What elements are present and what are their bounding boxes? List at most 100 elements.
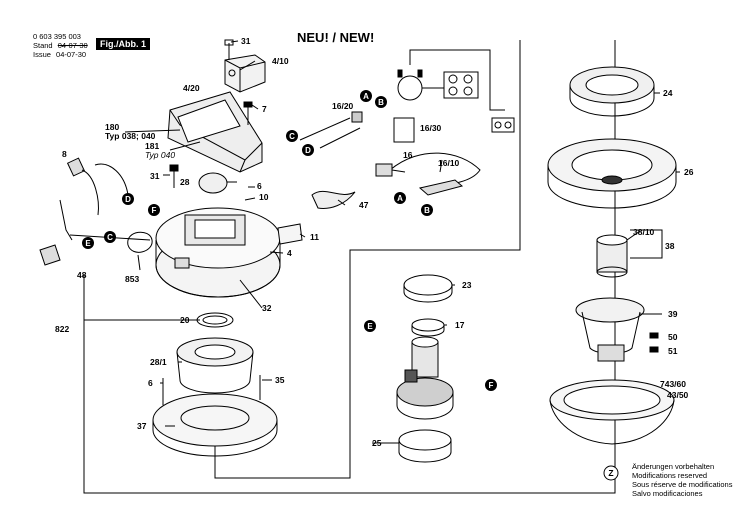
- issue-value: 04-07-30: [56, 50, 87, 59]
- part-28: 28: [180, 177, 190, 187]
- marker-E1: E: [82, 237, 94, 249]
- dust-bag-743-60: [549, 379, 675, 445]
- footer-line-2: Modifications reserved: [632, 471, 708, 480]
- svg-text:C: C: [289, 132, 295, 141]
- marker-F2: F: [485, 379, 497, 391]
- footer-line-1: Änderungen vorbehalten: [632, 462, 715, 471]
- power-cable: [375, 152, 481, 196]
- page-title: NEU! / NEW!: [297, 30, 375, 45]
- stand-value: 04-07-30: [57, 41, 88, 50]
- part-28-1: 28/1: [150, 357, 167, 367]
- svg-text:D: D: [125, 195, 131, 204]
- svg-text:A: A: [363, 92, 369, 101]
- part-4-10: 4/10: [272, 56, 289, 66]
- housing-39: [575, 297, 645, 362]
- part-180-typ: Typ 038; 040: [105, 131, 156, 141]
- marker-D2: D: [122, 193, 134, 205]
- marker-C2: C: [104, 231, 116, 243]
- screw-7: [243, 101, 253, 125]
- svg-text:F: F: [152, 206, 157, 215]
- screws-50-51: [649, 332, 659, 353]
- plate-11: [277, 223, 303, 245]
- svg-text:C: C: [107, 233, 113, 242]
- issue-label: Issue: [33, 50, 51, 59]
- doc-number-text: 0 603 395 003: [33, 32, 81, 41]
- footer-line-3: Sous réserve de modifications: [632, 480, 733, 489]
- svg-text:F: F: [489, 381, 494, 390]
- part-37: 37: [137, 421, 147, 431]
- ring-25: [398, 429, 452, 463]
- marker-F1: F: [148, 204, 160, 216]
- bracket-38: [630, 229, 663, 259]
- part-17: 17: [455, 320, 465, 330]
- svg-text:A: A: [397, 194, 403, 203]
- wiring-schematic: [397, 49, 515, 133]
- part-7: 7: [262, 104, 267, 114]
- part-4-20: 4/20: [183, 83, 200, 93]
- switch-cover: [224, 39, 266, 93]
- part-38-10: 38/10: [633, 227, 655, 237]
- svg-text:E: E: [367, 322, 373, 331]
- part-180: 180: [105, 122, 119, 132]
- marker-A1: A: [360, 90, 372, 102]
- part-6a: 6: [257, 181, 262, 191]
- part-853: 853: [125, 274, 139, 284]
- marker-C1: C: [286, 130, 298, 142]
- part-181-typ: Typ 040: [145, 150, 175, 160]
- base-plate-37: [152, 393, 278, 457]
- footer-notes: Änderungen vorbehalten Modifications res…: [632, 462, 732, 498]
- part-23: 23: [462, 280, 472, 290]
- part-38: 38: [665, 241, 675, 251]
- part-39: 39: [668, 309, 678, 319]
- part-47: 47: [359, 200, 369, 210]
- stand-line: Stand 04-07-30: [33, 41, 88, 50]
- part-32: 32: [262, 303, 272, 313]
- marker-B2: B: [421, 204, 433, 216]
- svg-text:D: D: [305, 146, 311, 155]
- seal-20: [196, 312, 234, 328]
- ring-24: [569, 66, 655, 117]
- part-35: 35: [275, 375, 285, 385]
- clip-47: [311, 190, 356, 209]
- ring-23: [403, 274, 453, 303]
- cable-clamps: [299, 111, 415, 149]
- part-16-30: 16/30: [420, 123, 442, 133]
- part-25: 25: [372, 438, 382, 448]
- part-43-50: 43/50: [667, 390, 689, 400]
- issue-line: Issue 04-07-30: [33, 50, 86, 59]
- main-housing: [155, 164, 281, 298]
- part-24: 24: [663, 88, 673, 98]
- part-26: 26: [684, 167, 694, 177]
- doc-number: 0 603 395 003: [33, 32, 81, 41]
- part-10: 10: [259, 192, 269, 202]
- part-20: 20: [180, 315, 190, 325]
- part-50: 50: [668, 332, 678, 342]
- part-181: 181: [145, 141, 159, 151]
- part-16: 16: [403, 150, 413, 160]
- filter-28-1: [176, 337, 254, 394]
- part-31a: 31: [241, 36, 251, 46]
- motor: [396, 336, 454, 420]
- marker-Z: Z: [603, 465, 619, 481]
- part-4: 4: [287, 248, 292, 258]
- part-31b: 31: [150, 171, 160, 181]
- svg-text:B: B: [424, 206, 430, 215]
- part-822: 822: [55, 324, 69, 334]
- pad-26: [547, 138, 677, 209]
- part-6b: 6: [148, 378, 153, 388]
- frame-middle: [214, 40, 521, 479]
- part-8: 8: [62, 149, 67, 159]
- switch-wiring: [39, 157, 151, 266]
- part-48: 48: [77, 270, 87, 280]
- svg-text:E: E: [85, 239, 91, 248]
- svg-text:Z: Z: [608, 468, 613, 478]
- marker-D1: D: [302, 144, 314, 156]
- figure-label: Fig./Abb. 1: [96, 38, 150, 50]
- part-743-60: 743/60: [660, 379, 686, 389]
- svg-text:B: B: [378, 98, 384, 107]
- part-16-20: 16/20: [332, 101, 354, 111]
- part-11: 11: [310, 232, 319, 242]
- clip-853: [127, 231, 153, 253]
- handle: [167, 91, 263, 173]
